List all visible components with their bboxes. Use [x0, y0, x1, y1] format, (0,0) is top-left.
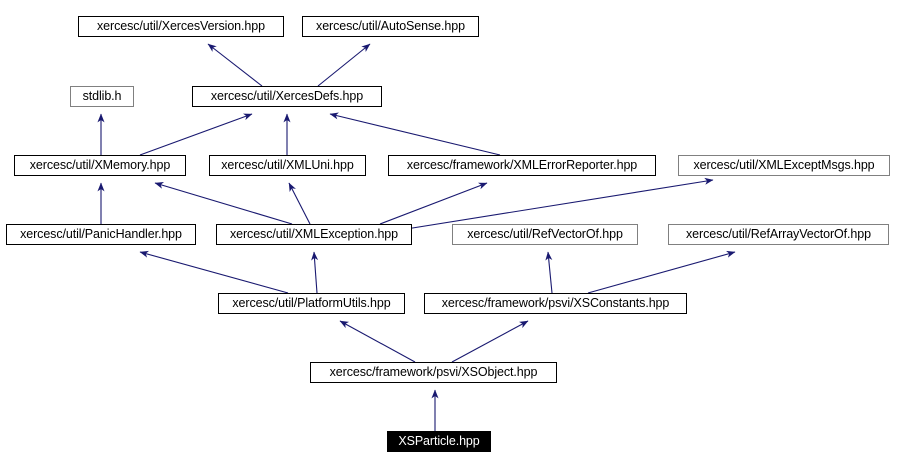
node-label: xercesc/util/RefVectorOf.hpp [467, 227, 623, 242]
node-label: xercesc/util/XMLUni.hpp [221, 158, 354, 173]
node-label: xercesc/util/PlatformUtils.hpp [232, 296, 391, 311]
node-refarrayvectorof[interactable]: xercesc/util/RefArrayVectorOf.hpp [668, 224, 889, 245]
node-xmlexceptmsgs[interactable]: xercesc/util/XMLExceptMsgs.hpp [678, 155, 890, 176]
node-xmluni[interactable]: xercesc/util/XMLUni.hpp [209, 155, 366, 176]
node-label: xercesc/util/AutoSense.hpp [316, 19, 465, 34]
edge-xsobject-to-platformutils [339, 320, 416, 363]
node-xsconstants[interactable]: xercesc/framework/psvi/XSConstants.hpp [424, 293, 687, 314]
node-xsobject[interactable]: xercesc/framework/psvi/XSObject.hpp [310, 362, 557, 383]
edge-xercesdefs-to-autosense [317, 43, 371, 87]
node-label: xercesc/framework/psvi/XSConstants.hpp [441, 296, 670, 311]
node-label: xercesc/framework/psvi/XSObject.hpp [329, 365, 538, 380]
edge-xmlexception-to-xmluni [288, 182, 311, 225]
node-xercesversion[interactable]: xercesc/util/XercesVersion.hpp [78, 16, 284, 37]
node-label: XSParticle.hpp [398, 434, 480, 449]
node-label: xercesc/util/XercesVersion.hpp [97, 19, 265, 34]
node-refvectorof[interactable]: xercesc/util/RefVectorOf.hpp [452, 224, 638, 245]
node-label: xercesc/util/PanicHandler.hpp [20, 227, 182, 242]
node-xercesdefs[interactable]: xercesc/util/XercesDefs.hpp [192, 86, 382, 107]
edge-xmlexception-to-xmlexceptmsgs [399, 177, 714, 231]
node-platformutils[interactable]: xercesc/util/PlatformUtils.hpp [218, 293, 405, 314]
edge-xercesdefs-to-xercesversion [207, 43, 263, 87]
node-label: xercesc/util/XMemory.hpp [29, 158, 171, 173]
node-label: xercesc/util/RefArrayVectorOf.hpp [686, 227, 871, 242]
node-label: stdlib.h [82, 89, 122, 104]
edge-xsobject-to-xsconstants [451, 320, 529, 363]
node-panichandler[interactable]: xercesc/util/PanicHandler.hpp [6, 224, 196, 245]
node-xmlerrorreporter[interactable]: xercesc/framework/XMLErrorReporter.hpp [388, 155, 656, 176]
node-xmlexception[interactable]: xercesc/util/XMLException.hpp [216, 224, 412, 245]
edge-xmlexception-to-xmlerrorreporter [379, 182, 488, 225]
node-label: xercesc/util/XMLExceptMsgs.hpp [693, 158, 875, 173]
node-label: xercesc/util/XercesDefs.hpp [210, 89, 364, 104]
edge-xmemory-to-xercesdefs [139, 113, 253, 156]
edge-xmlerrorreporter-to-xercesdefs [329, 112, 501, 156]
node-xmemory[interactable]: xercesc/util/XMemory.hpp [14, 155, 186, 176]
edge-xsconstants-to-refvectorof [545, 251, 553, 294]
edge-platformutils-to-xmlexception [311, 251, 319, 294]
node-label: xercesc/framework/XMLErrorReporter.hpp [406, 158, 638, 173]
edge-platformutils-to-panichandler [139, 250, 289, 294]
node-label: xercesc/util/XMLException.hpp [229, 227, 399, 242]
edge-xsconstants-to-refarrayvectorof [587, 250, 736, 294]
node-stdlib[interactable]: stdlib.h [70, 86, 134, 107]
node-autosense[interactable]: xercesc/util/AutoSense.hpp [302, 16, 479, 37]
node-xsparticle: XSParticle.hpp [387, 431, 491, 452]
edge-xmlexception-to-xmemory [154, 182, 293, 225]
